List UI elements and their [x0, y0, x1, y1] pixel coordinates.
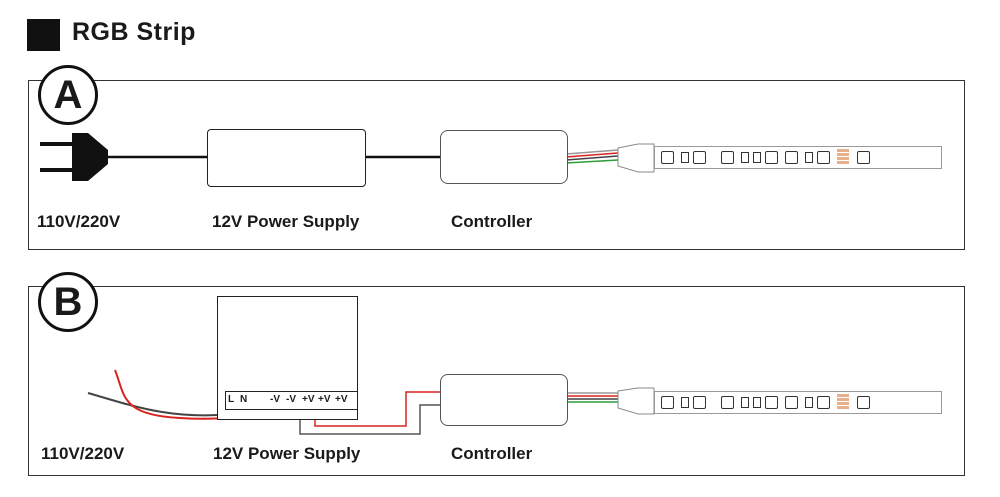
terminal-block	[225, 391, 358, 410]
led-chip	[661, 151, 674, 164]
resistor	[805, 397, 813, 408]
title-square-icon	[27, 19, 60, 51]
badge-a: A	[38, 65, 98, 125]
led-chip	[693, 151, 706, 164]
led-chip	[693, 396, 706, 409]
label-psu-b: 12V Power Supply	[213, 444, 361, 463]
led-chip	[817, 396, 830, 409]
label-controller-a: Controller	[451, 212, 533, 231]
resistor	[805, 152, 813, 163]
led-chip	[857, 396, 870, 409]
solder-pad	[837, 149, 849, 164]
dc-wire-negative-b	[299, 404, 440, 435]
rgb-wires-b	[566, 392, 618, 403]
label-mains-a: 110V/220V	[37, 212, 121, 231]
resistor	[741, 397, 749, 408]
terminal-label-pos1: +V	[302, 394, 315, 405]
terminal-label-neg2: -V	[286, 394, 296, 405]
badge-b: B	[38, 272, 98, 332]
connector-a	[617, 143, 655, 173]
terminal-label-n: N	[240, 394, 248, 405]
mains-wire-dark-b	[87, 392, 233, 417]
page-title: RGB Strip	[72, 18, 196, 46]
resistor	[741, 152, 749, 163]
led-chip	[785, 151, 798, 164]
connector-b	[617, 387, 655, 415]
label-controller-b: Controller	[451, 444, 533, 463]
dc-wire-positive-b	[314, 391, 440, 427]
led-chip	[721, 396, 734, 409]
resistor	[681, 152, 689, 163]
led-strip-a	[654, 146, 942, 169]
plug-icon	[40, 133, 108, 181]
led-chip	[765, 396, 778, 409]
terminal-label-pos2: +V	[318, 394, 331, 405]
led-chip	[857, 151, 870, 164]
terminal-label-neg1: -V	[270, 394, 280, 405]
led-strip-b	[654, 391, 942, 414]
solder-pad	[837, 394, 849, 409]
label-psu-a: 12V Power Supply	[212, 212, 360, 231]
controller-b	[440, 374, 568, 426]
power-supply-a	[207, 129, 366, 187]
led-chip	[785, 396, 798, 409]
led-chip	[817, 151, 830, 164]
resistor	[753, 152, 761, 163]
label-mains-b: 110V/220V	[41, 444, 125, 463]
controller-a	[440, 130, 568, 184]
led-chip	[721, 151, 734, 164]
led-chip	[661, 396, 674, 409]
terminal-label-pos3: +V	[335, 394, 348, 405]
rgb-wires-a	[565, 149, 619, 164]
resistor	[753, 397, 761, 408]
led-chip	[765, 151, 778, 164]
resistor	[681, 397, 689, 408]
terminal-label-l: L	[228, 394, 235, 405]
